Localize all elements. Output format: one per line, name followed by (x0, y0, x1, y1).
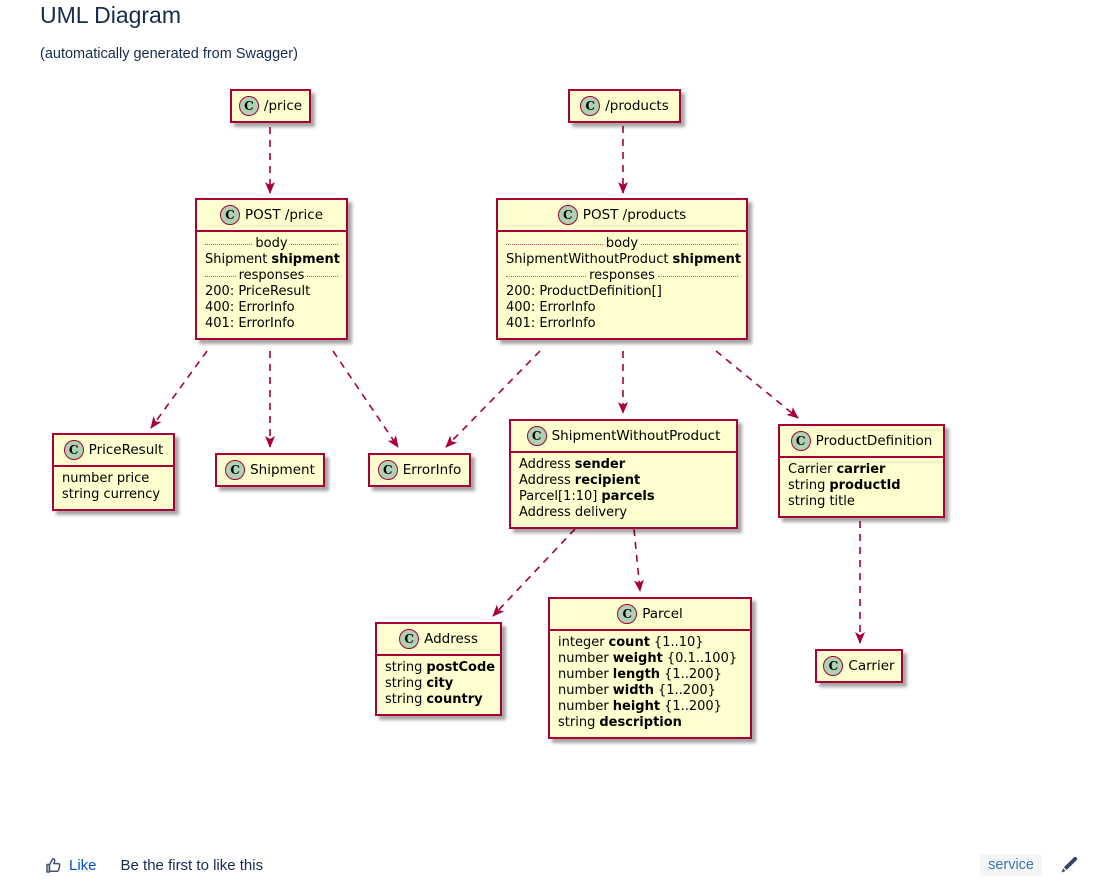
class-icon: C (377, 460, 398, 480)
class-title: /products (605, 98, 669, 114)
class-title: POST /products (582, 207, 687, 223)
attribute-row: 401: ErrorInfo (205, 316, 295, 331)
attribute-row: Parcel[1:10]parcels (519, 489, 655, 504)
class-post-products: C POST /products body ShipmentWithoutPro… (496, 198, 748, 340)
page-title: UML Diagram (40, 2, 182, 28)
class-priceresult: C PriceResult number price string curren… (52, 433, 175, 511)
class-title: PriceResult (88, 442, 164, 458)
class-products-endpoint: C /products (568, 89, 681, 123)
class-title: ShipmentWithoutProduct (551, 428, 721, 444)
like-prompt: Be the first to like this (120, 856, 264, 874)
page-subtitle: (automatically generated from Swagger) (40, 46, 298, 62)
class-icon: C (580, 96, 601, 116)
class-carrier: C Carrier (815, 649, 903, 683)
class-icon: C (399, 629, 420, 649)
attribute-row: number price (62, 471, 150, 486)
class-icon: C (219, 205, 240, 225)
thumbs-up-icon (46, 858, 61, 873)
attribute-row: 200: PriceResult (205, 284, 311, 299)
class-title: Parcel (642, 606, 683, 622)
section-separator: responses (506, 268, 738, 284)
class-price-endpoint: C /price (230, 89, 311, 123)
edit-labels-button[interactable] (1058, 854, 1080, 876)
class-title: Address (424, 631, 478, 647)
class-icon: C (225, 460, 246, 480)
like-label: Like (69, 856, 97, 874)
class-icon: C (823, 656, 844, 676)
class-title: POST /price (244, 207, 324, 223)
attribute-row: string title (788, 494, 855, 509)
like-button[interactable]: Like (44, 855, 97, 875)
arrow-post-products-to-productdefinition (715, 350, 799, 419)
arrow-swp-to-parcel (633, 528, 644, 592)
class-icon: C (526, 426, 547, 446)
class-title: ProductDefinition (815, 433, 933, 449)
attribute-row: Address delivery (519, 505, 628, 520)
class-errorinfo: C ErrorInfo (368, 453, 471, 487)
arrow-post-price-to-priceresult (150, 350, 208, 429)
section-separator: body (506, 236, 738, 252)
attribute-row: 200: ProductDefinition[] (506, 284, 662, 299)
section-separator: responses (205, 268, 338, 284)
attribute-row: string currency (62, 487, 161, 502)
class-icon: C (617, 604, 638, 624)
label-tag-service[interactable]: service (980, 854, 1042, 876)
class-icon: C (63, 440, 84, 460)
attribute-row: 401: ErrorInfo (506, 316, 596, 331)
page-footer: Like Be the first to like this service (44, 850, 1080, 880)
attribute-row: 400: ErrorInfo (205, 300, 295, 315)
attribute-row: 400: ErrorInfo (506, 300, 596, 315)
class-shipment: C Shipment (215, 453, 325, 487)
class-icon: C (238, 96, 259, 116)
class-title: Shipment (250, 462, 315, 478)
class-title: ErrorInfo (402, 462, 462, 478)
pencil-icon (1061, 856, 1078, 873)
section-separator: body (205, 236, 338, 252)
class-icon: C (790, 431, 811, 451)
class-title: /price (263, 98, 303, 114)
class-icon: C (557, 205, 578, 225)
class-title: Carrier (848, 658, 895, 674)
arrow-post-price-to-errorinfo (332, 350, 399, 448)
